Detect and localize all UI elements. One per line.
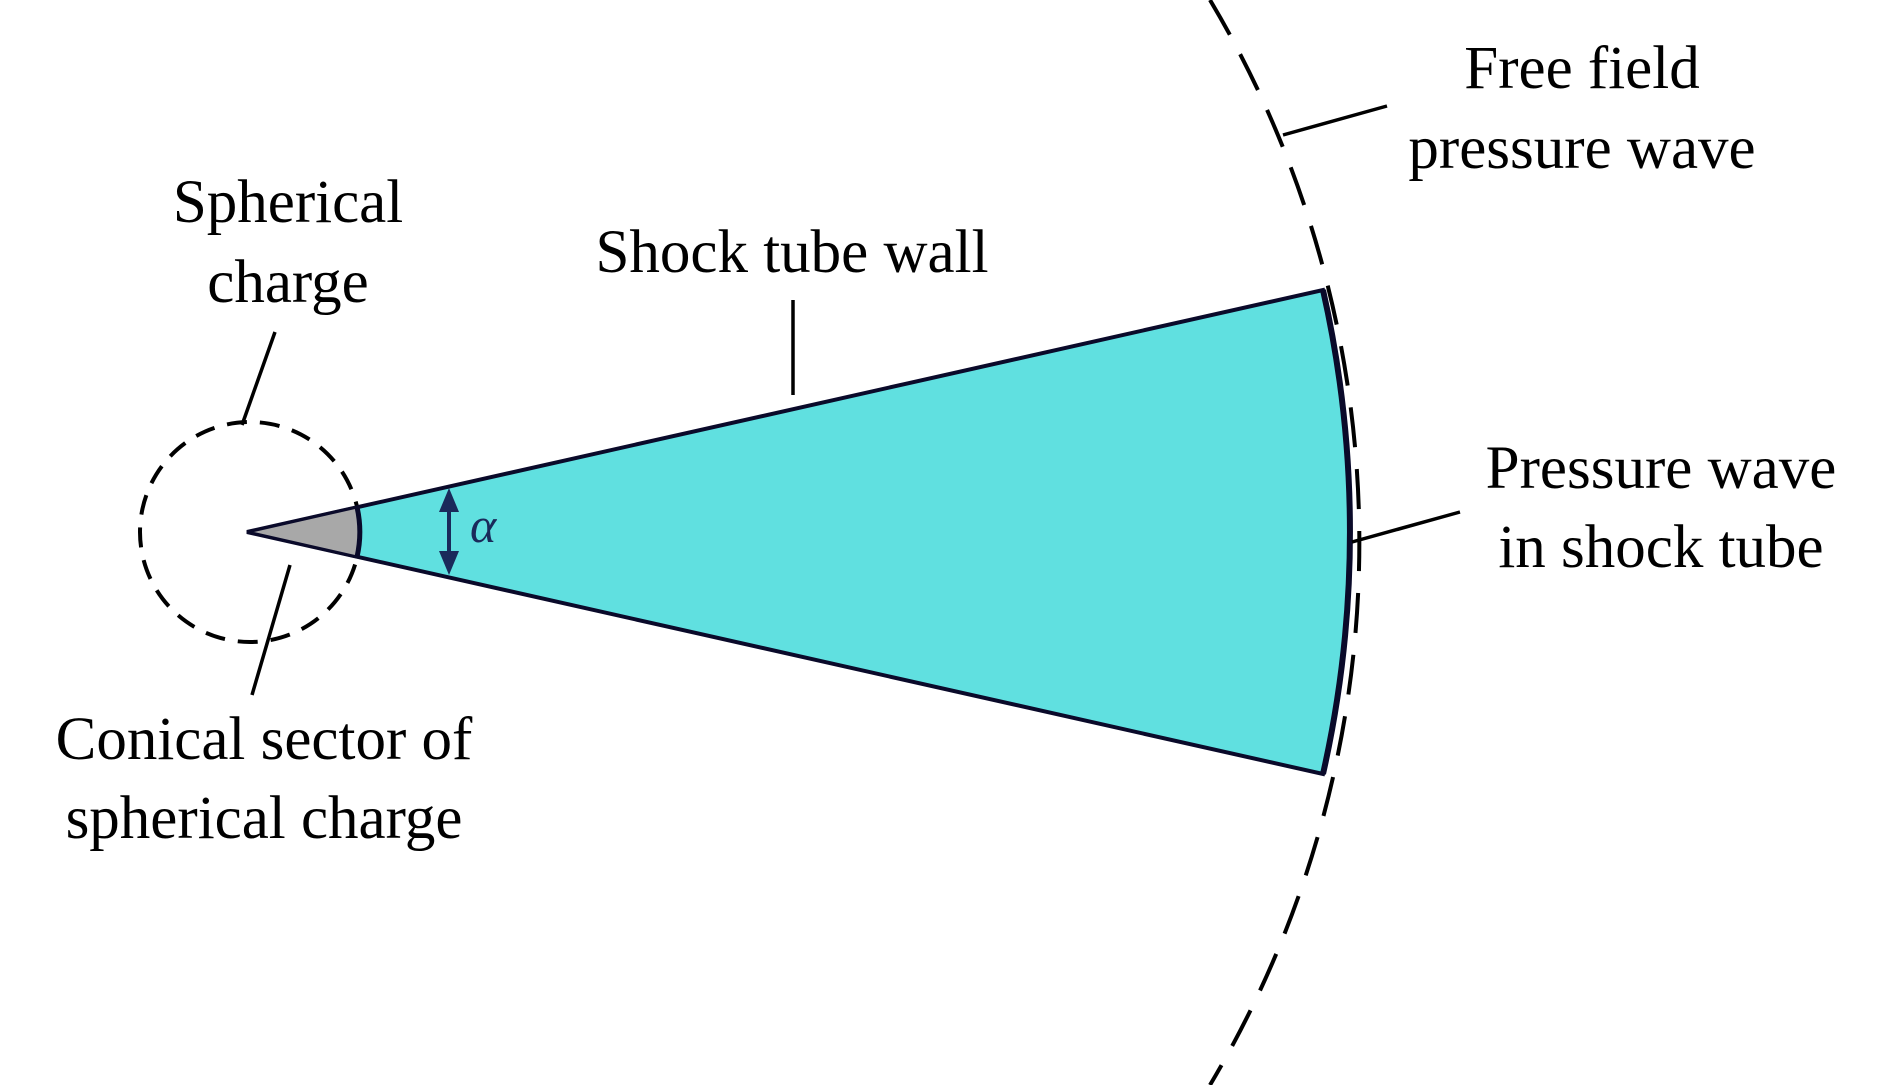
- label-spherical-line1: Spherical: [173, 169, 403, 236]
- label-conical-line1: Conical sector of: [56, 706, 473, 773]
- free-field-wave-arc: [1208, 0, 1362, 1085]
- label-pressure-wave-line1: Pressure wave: [1486, 435, 1837, 502]
- label-shock-tube-wall: Shock tube wall: [595, 219, 988, 286]
- angle-alpha-marker: [439, 488, 459, 575]
- label-conical-line2: spherical charge: [66, 785, 463, 852]
- shock-tube-wedge: [246, 287, 1352, 777]
- label-pressure-wave-line2: in shock tube: [1498, 514, 1823, 581]
- charge-sector: [246, 505, 362, 559]
- leader-pressure-wave: [1351, 510, 1461, 544]
- label-free-field-line2: pressure wave: [1408, 115, 1755, 182]
- leader-free-field: [1282, 104, 1388, 137]
- label-free-field-line1: Free field: [1464, 35, 1699, 102]
- leader-spherical-charge: [240, 331, 277, 426]
- alpha-symbol: α: [470, 497, 498, 553]
- leader-conical-sector: [250, 564, 292, 696]
- charge-sector-arc: [354, 506, 363, 558]
- label-spherical-line2: charge: [207, 249, 368, 316]
- tube-pressure-wave-arc: [1320, 289, 1353, 775]
